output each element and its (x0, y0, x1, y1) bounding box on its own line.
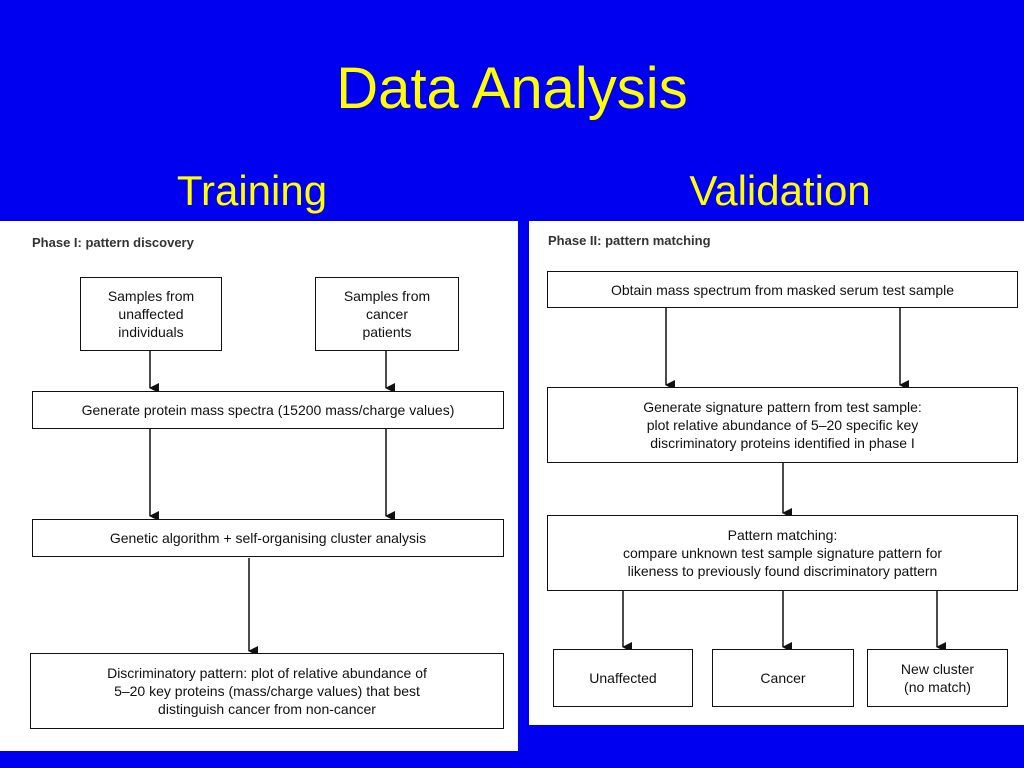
genetic-algorithm-box: Genetic algorithm + self-organising clus… (32, 519, 504, 557)
cancer-samples-box: Samples from cancer patients (315, 277, 459, 351)
training-arrows (149, 349, 395, 656)
outcome-unaffected-label: Unaffected (589, 670, 657, 686)
outcome-cancer-label: Cancer (760, 670, 806, 686)
phase-two-title: Phase II: pattern matching (548, 233, 711, 248)
phase-one-title: Phase I: pattern discovery (32, 235, 194, 250)
generate-spectra-label: Generate protein mass spectra (15200 mas… (81, 402, 455, 418)
slide-title: Data Analysis (336, 56, 688, 121)
discriminatory-pattern-label: Discriminatory pattern: plot of relative… (107, 665, 427, 717)
unaffected-samples-box: Samples from unaffected individuals (80, 277, 222, 351)
cancer-samples-label: Samples from cancer patients (343, 288, 431, 340)
obtain-spectrum-label: Obtain mass spectrum from masked serum t… (610, 281, 955, 298)
unaffected-samples-label: Samples from unaffected individuals (107, 288, 195, 340)
pattern-matching-box: Pattern matching: compare unknown test s… (547, 515, 1018, 591)
outcome-new-cluster-box: New cluster (no match) (867, 649, 1008, 707)
generate-spectra-box: Generate protein mass spectra (15200 mas… (32, 391, 504, 429)
signature-pattern-label: Generate signature pattern from test sam… (643, 399, 922, 451)
validation-panel: Phase II: pattern matching Obtain mass s… (529, 221, 1024, 725)
training-panel: Phase I: pattern discovery Samples from … (0, 221, 518, 751)
validation-arrows (622, 307, 946, 652)
outcome-cancer-box: Cancer (712, 649, 854, 707)
outcome-unaffected-box: Unaffected (553, 649, 693, 707)
genetic-algorithm-label: Genetic algorithm + self-organising clus… (109, 530, 427, 546)
pattern-matching-label: Pattern matching: compare unknown test s… (622, 527, 943, 579)
signature-pattern-box: Generate signature pattern from test sam… (547, 387, 1018, 463)
training-heading: Training (176, 167, 328, 214)
discriminatory-pattern-box: Discriminatory pattern: plot of relative… (30, 653, 504, 729)
validation-heading: Validation (689, 167, 871, 214)
outcome-new-cluster-label: New cluster (no match) (900, 661, 975, 695)
obtain-spectrum-box: Obtain mass spectrum from masked serum t… (547, 271, 1018, 308)
